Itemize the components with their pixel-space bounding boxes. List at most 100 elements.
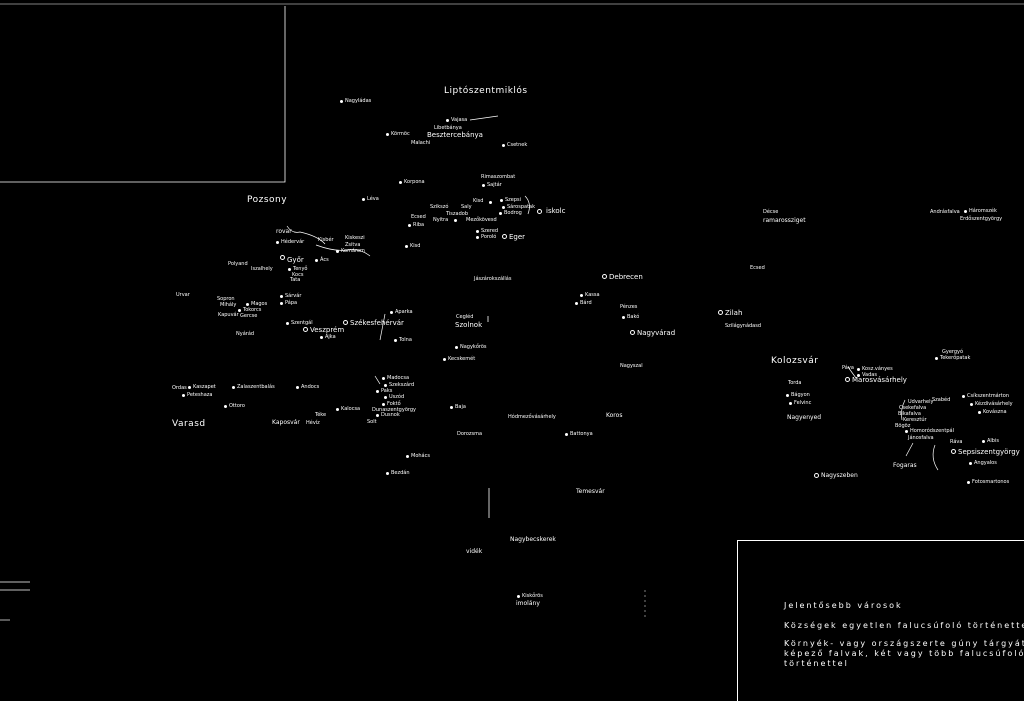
city-marker: [537, 209, 542, 214]
label-ecsed: Ecsed: [750, 265, 765, 271]
village-marker: [238, 309, 241, 312]
village-marker: [286, 322, 289, 325]
village-marker: [182, 394, 185, 397]
label-paks: Paks: [381, 388, 393, 394]
label-videk: vidék: [466, 548, 483, 555]
village-marker: [280, 295, 283, 298]
label-iskolc: iskolc: [546, 207, 566, 215]
village-marker: [376, 414, 379, 417]
village-marker: [362, 198, 365, 201]
label-nagykoros: Nagykőrös: [460, 344, 487, 350]
city-marker: [303, 327, 308, 332]
village-marker: [246, 303, 249, 306]
label-kapuvar: Kapuvár: [218, 312, 239, 318]
label-szabed: Szabéd: [932, 397, 951, 403]
river-line-7: [524, 195, 530, 215]
label-polyand: Polyand: [228, 261, 248, 267]
label-csakigorbo: Csekefalva: [899, 405, 927, 411]
village-marker: [382, 377, 385, 380]
city-marker: [951, 449, 956, 454]
river-line-2: [315, 244, 371, 257]
label-felvinc: Felvinc: [794, 400, 812, 406]
village-marker: [188, 386, 191, 389]
label-nagyszal: Nagyszal: [620, 363, 643, 369]
label-heviz: Hévíz: [306, 420, 320, 426]
village-marker: [789, 402, 792, 405]
village-marker: [964, 210, 967, 213]
legend-multi-3: történettel: [784, 659, 849, 668]
city-marker: [718, 310, 723, 315]
label-fogaras: Fogaras: [893, 462, 917, 469]
village-marker: [502, 206, 505, 209]
label-kormoc: Körmöc: [391, 131, 410, 137]
label-pava: Páva: [842, 365, 854, 371]
label-rava: Ráva: [950, 439, 963, 445]
label-szikszo: Szikszó: [430, 204, 449, 210]
village-marker: [288, 268, 291, 271]
legend-cities: Jelentősebb városok: [784, 601, 903, 610]
label-kecskemet: Kecskemét: [448, 356, 476, 362]
label-madocsa: Madocsa: [387, 375, 410, 381]
village-marker: [575, 302, 578, 305]
village-marker: [224, 405, 227, 408]
label-varasd: Varasd: [172, 419, 206, 429]
label-acs: Ács: [320, 257, 329, 263]
label-magos: Magos: [251, 301, 268, 307]
legend-single: Községek egyetlen falucsúfoló történette…: [784, 621, 1024, 630]
label-solt: Solt: [367, 419, 377, 425]
village-marker: [390, 311, 393, 314]
label-polgar: Poroló: [481, 234, 497, 240]
label-cegled: Cegléd: [456, 314, 474, 320]
legend-multi-1: Környék- vagy országszerte gúny tárgyát: [784, 639, 1024, 648]
label-janosfalva: Jánosfalva: [908, 435, 934, 441]
label-uszod: Uszód: [389, 394, 405, 400]
label-keresztur: Keresztúr: [903, 417, 927, 423]
label-kisber: Kisbér: [318, 237, 334, 243]
village-marker: [622, 316, 625, 319]
legend-multi-2: képező falvak, két vagy több falucsúfoló: [784, 649, 1024, 658]
village-marker: [482, 184, 485, 187]
label-nyarad: Nyárád: [236, 331, 255, 337]
village-marker: [969, 462, 972, 465]
label-zalaszentbalas: Zalaszentbalás: [237, 384, 275, 390]
label-tiszadob: Tiszadob: [446, 211, 468, 217]
label-eger: Eger: [509, 233, 526, 241]
label-ottoro: Ottoro: [229, 403, 245, 409]
label-vadas: Vadas: [862, 372, 877, 378]
label-marosvasarhely: Marosvásárhely: [852, 376, 907, 384]
village-marker: [580, 294, 583, 297]
label-kaszapet: Kaszapet: [193, 384, 216, 390]
label-tenyo: Tenyő: [293, 266, 308, 272]
label-malachi: Malachi: [411, 140, 431, 146]
village-marker: [376, 390, 379, 393]
village-marker: [405, 245, 408, 248]
village-marker: [276, 241, 279, 244]
label-tokorcs: Tokorcs: [243, 307, 262, 313]
label-kisd: Kisd: [473, 198, 484, 204]
label-jaszbereny: Jászárokszállás: [474, 276, 512, 282]
label-komarom: Komárom: [341, 248, 365, 254]
city-marker: [814, 473, 819, 478]
label-kolozsvar: Kolozsvár: [771, 356, 819, 366]
label-bard: Bárd: [580, 300, 592, 306]
label-udvarhely: Udvarhely: [908, 399, 934, 405]
label-sopron: Sopron: [217, 296, 235, 302]
label-koros: Koros: [606, 412, 623, 419]
river-line-11: [905, 442, 914, 457]
city-marker: [280, 255, 285, 260]
label-aparka: Aparka: [395, 309, 413, 315]
river-line-3: [379, 313, 386, 341]
village-marker: [786, 394, 789, 397]
label-andrasfalva: Andrásfalva: [930, 209, 960, 215]
village-marker: [320, 336, 323, 339]
river-line-10: [932, 444, 939, 471]
label-zsitva: Zsitva: [345, 242, 361, 248]
village-marker: [408, 224, 411, 227]
village-marker: [340, 100, 343, 103]
village-marker: [455, 346, 458, 349]
label-bagyon: Bágyon: [791, 392, 810, 398]
label-beszterce: Besztercebánya: [427, 131, 483, 139]
label-bodrog: Bodrog: [504, 210, 522, 216]
village-marker: [296, 386, 299, 389]
label-nagyvarad: Nagyvárad: [637, 329, 676, 337]
